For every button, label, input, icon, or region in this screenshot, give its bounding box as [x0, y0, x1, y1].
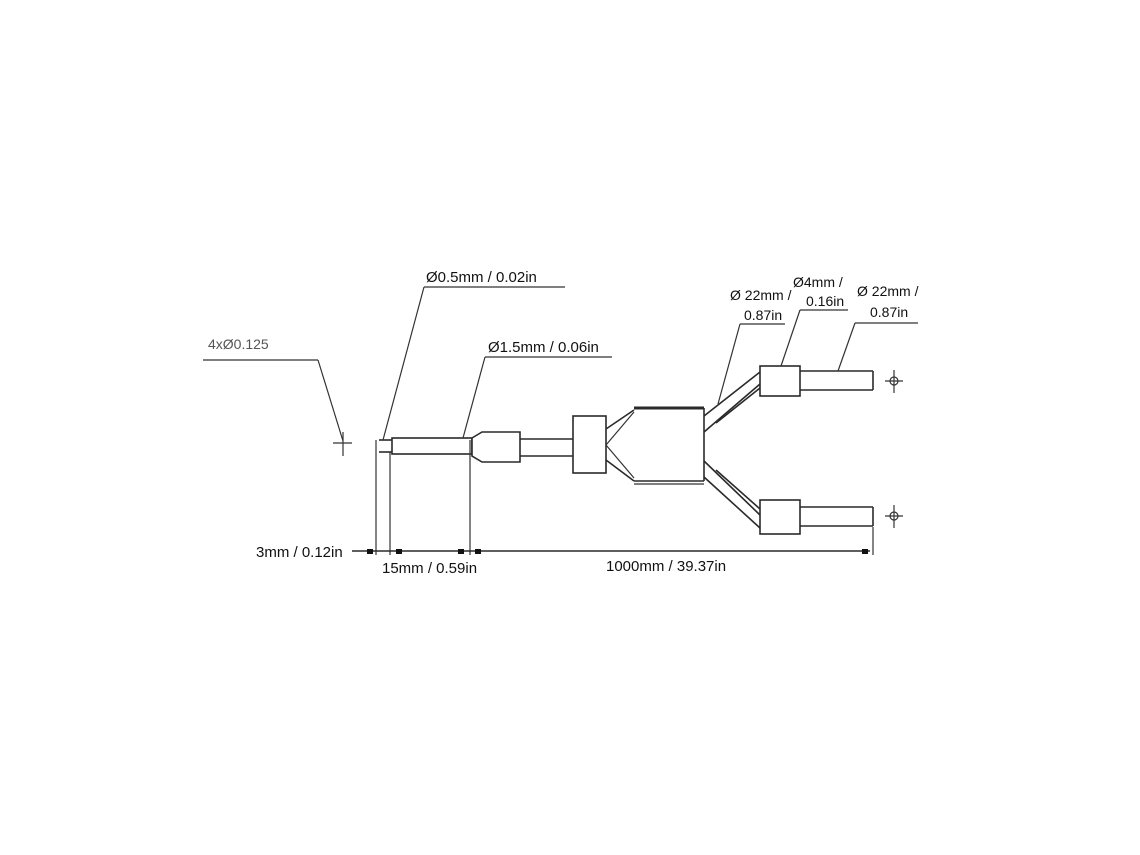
lower-connector	[759, 499, 801, 535]
connector-diameter-line1: Ø4mm /	[793, 274, 843, 290]
splitter-front-block	[572, 415, 607, 474]
branch-diameter-2-line2: 0.87in	[870, 304, 908, 320]
left-crosshair-icon	[333, 432, 352, 456]
dimension-lines	[352, 440, 874, 555]
total-length-label: 1000mm / 39.37in	[606, 558, 726, 575]
tube-length-label: 15mm / 0.59in	[382, 560, 477, 577]
thin-tube	[391, 437, 473, 455]
branch-diameter-1-line1: Ø 22mm /	[730, 287, 792, 303]
upper-connector	[759, 365, 801, 397]
tube-diameter-label: Ø1.5mm / 0.06in	[488, 339, 599, 356]
branch-diameter-2-line1: Ø 22mm /	[857, 283, 919, 299]
lower-crosshair-icon	[885, 505, 903, 528]
fiber-diameter-label: Ø0.5mm / 0.02in	[426, 269, 537, 286]
tip-length-label: 3mm / 0.12in	[256, 544, 343, 561]
cable-assembly	[333, 365, 903, 535]
connector-diameter-line2: 0.16in	[806, 293, 844, 309]
hole-spec-label: 4xØ0.125	[208, 336, 269, 352]
branch-diameter-1-line2: 0.87in	[744, 307, 782, 323]
leader-lines	[203, 286, 918, 442]
ferrule-boot	[471, 431, 521, 463]
upper-crosshair-icon	[885, 370, 903, 393]
